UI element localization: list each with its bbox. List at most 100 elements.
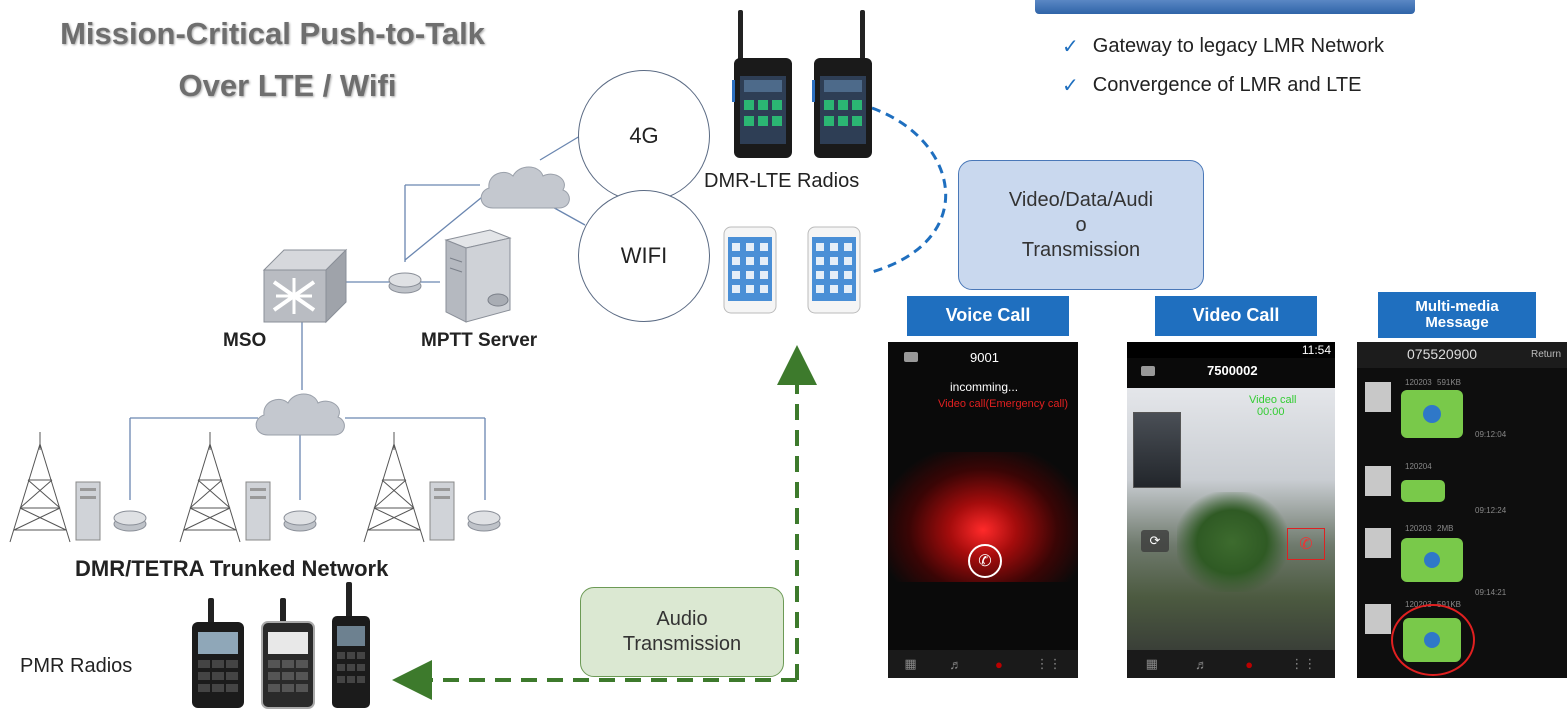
keypad-icon[interactable]: ⋮⋮ xyxy=(1035,656,1062,671)
text-bubble[interactable] xyxy=(1401,480,1445,502)
call-toolbar: ▦ ♬ ● ⋮⋮ xyxy=(888,650,1078,678)
video-call-status: Video call xyxy=(1249,394,1297,406)
message-meta: 120203 xyxy=(1405,378,1432,387)
avatar xyxy=(1365,528,1391,558)
title-line-2: Over LTE / Wifi xyxy=(178,68,397,103)
video-call-timer: 00:00 xyxy=(1257,406,1285,418)
keypad-icon[interactable]: ⋮⋮ xyxy=(1290,656,1317,671)
tab-voice-call[interactable]: Voice Call xyxy=(907,296,1069,336)
play-icon xyxy=(1424,552,1440,568)
pmr-radio-icon xyxy=(192,598,244,708)
tab-multimedia-message[interactable]: Multi-media Message xyxy=(1378,292,1536,338)
voice-caller-number: 9001 xyxy=(970,350,999,365)
router-icon xyxy=(283,510,317,532)
check-icon: ✓ xyxy=(1062,36,1079,58)
end-call-button[interactable]: ✆ xyxy=(1287,528,1325,560)
play-icon xyxy=(1423,405,1441,423)
video-data-audio-callout: Video/Data/Audi o Transmission xyxy=(958,160,1204,290)
video-caller-number: 7500002 xyxy=(1207,363,1258,378)
dmr-lte-label: DMR-LTE Radios xyxy=(704,170,860,192)
feature-item: ✓Convergence of LMR and LTE xyxy=(1062,74,1362,97)
message-size: 591KB xyxy=(1437,378,1462,387)
speaker-icon[interactable]: ♬ xyxy=(949,656,963,672)
voice-call-sub: Video call(Emergency call) xyxy=(938,398,1069,410)
media-bubble[interactable] xyxy=(1401,390,1463,438)
message-time: 09:12:04 xyxy=(1475,430,1507,439)
avatar xyxy=(1365,466,1391,496)
router-icon xyxy=(467,510,501,532)
message-meta: 120204 xyxy=(1405,462,1432,471)
switch-camera-button[interactable]: ⟳ xyxy=(1141,530,1169,552)
speaker-icon[interactable]: ♬ xyxy=(1195,656,1209,672)
rack-icon xyxy=(75,481,101,541)
avatar xyxy=(1365,382,1391,412)
answer-button[interactable]: ✆ xyxy=(968,544,1002,578)
banner-bar xyxy=(1035,0,1415,14)
pmr-label: PMR Radios xyxy=(20,655,133,677)
tab-video-call[interactable]: Video Call xyxy=(1155,296,1317,336)
server-label: MPTT Server xyxy=(421,330,538,351)
voice-call-status: incomming... xyxy=(950,380,1019,394)
feature-item: ✓Gateway to legacy LMR Network xyxy=(1062,35,1384,58)
camera-switch-icon[interactable]: ▦ xyxy=(904,656,917,671)
feature-list: ✓Gateway to legacy LMR Network ✓Converge… xyxy=(1062,34,1384,112)
clock: 11:54 xyxy=(1301,343,1331,357)
mso-label: MSO xyxy=(223,330,267,351)
hangup-icon[interactable]: ● xyxy=(995,656,1003,672)
page-title: Mission-Critical Push-to-Talk Over LTE /… xyxy=(0,16,575,104)
server-icon xyxy=(444,229,512,323)
message-meta: 120203 xyxy=(1405,524,1432,533)
rack-icon xyxy=(429,481,455,541)
camera-icon xyxy=(1141,366,1155,376)
tower-group-1 xyxy=(9,432,147,543)
cloud-icon xyxy=(255,393,345,436)
tower-icon xyxy=(363,432,425,543)
rack-icon xyxy=(245,481,271,541)
tower-group-2 xyxy=(179,432,317,543)
mso-switch-icon xyxy=(262,248,348,324)
dmr-lte-radio-icon xyxy=(732,10,792,158)
camera-icon xyxy=(904,352,918,362)
cloud-icon xyxy=(480,166,570,209)
smartphone-icon xyxy=(807,226,861,314)
link-cloud-router xyxy=(404,192,488,261)
trunked-network-label: DMR/TETRA Trunked Network xyxy=(75,556,389,581)
plant-area xyxy=(1177,492,1287,592)
title-line-1: Mission-Critical Push-to-Talk xyxy=(60,16,485,51)
message-size: 2MB xyxy=(1437,524,1454,533)
message-size: 591KB xyxy=(1437,600,1462,609)
circle-4g: 4G xyxy=(578,70,710,202)
message-time: 09:14:21 xyxy=(1475,588,1507,597)
dmr-lte-radio-icon xyxy=(812,10,872,158)
smartphone-icon xyxy=(723,226,777,314)
tower-group-3 xyxy=(363,432,501,543)
tower-icon xyxy=(9,432,71,543)
status-bar: 11:54 xyxy=(1127,342,1335,358)
return-button[interactable]: Return xyxy=(1530,349,1561,360)
camera-switch-icon[interactable]: ▦ xyxy=(1145,656,1158,671)
message-screen: 075520900 Return 120203 591KB 09:12:04 1… xyxy=(1357,342,1567,678)
avatar xyxy=(1365,604,1391,634)
media-bubble[interactable] xyxy=(1401,538,1463,582)
link-cloud-4g xyxy=(539,132,586,161)
router-icon xyxy=(388,272,422,294)
message-header: 075520900 Return xyxy=(1357,342,1567,368)
video-call-screen: 11:54 7500002 Video call 00:00 ⟳ ✆ ▦ ♬ ●… xyxy=(1127,342,1335,678)
video-dash-arc xyxy=(871,106,947,274)
pmr-radio-icon xyxy=(332,582,370,708)
voice-call-screen: 9001 incomming... Video call(Emergency c… xyxy=(888,342,1078,678)
check-icon: ✓ xyxy=(1062,75,1079,97)
message-time: 09:12:24 xyxy=(1475,506,1507,515)
message-number: 075520900 xyxy=(1407,346,1478,362)
self-view-thumbnail xyxy=(1133,412,1181,488)
router-icon xyxy=(113,510,147,532)
pmr-radio-icon xyxy=(261,598,315,709)
hangup-icon[interactable]: ● xyxy=(1245,656,1254,672)
message-meta: 120203 xyxy=(1405,600,1432,609)
audio-transmission-callout: Audio Transmission xyxy=(580,587,784,677)
call-toolbar: ▦ ♬ ● ⋮⋮ xyxy=(1127,650,1335,678)
circle-wifi: WIFI xyxy=(578,190,710,322)
highlight-circle xyxy=(1391,604,1475,676)
tower-icon xyxy=(179,432,241,543)
